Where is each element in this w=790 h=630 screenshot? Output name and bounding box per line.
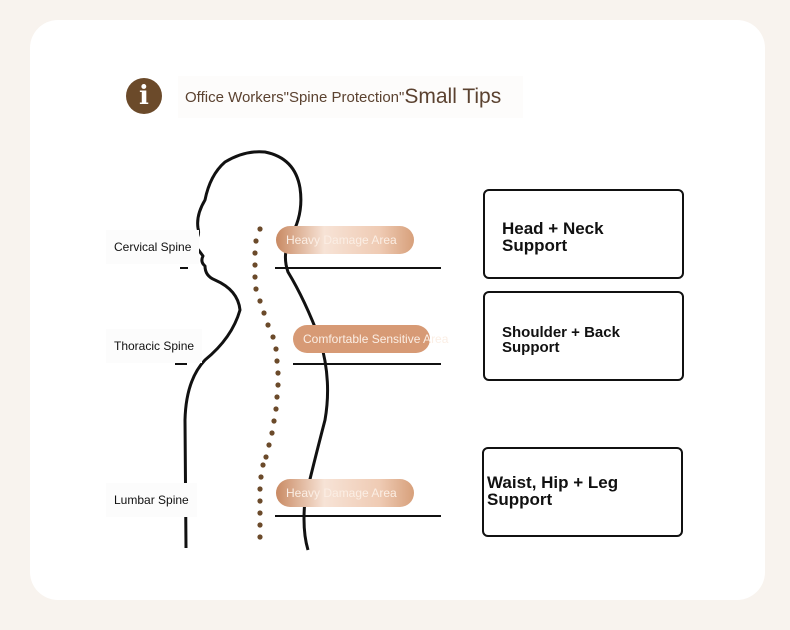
support-box-waist-hip-leg: Waist, Hip + Leg Support <box>482 447 683 537</box>
divider <box>275 267 441 269</box>
label-lumbar-spine: Lumbar Spine <box>106 483 197 517</box>
support-text: Shoulder + Back Support <box>502 324 620 356</box>
support-box-head-neck: Head + Neck Support <box>483 189 684 279</box>
area-pill-heavy-damage-lumbar: Heavy Damage Area <box>276 479 414 507</box>
divider <box>293 363 441 365</box>
info-icon: i <box>126 78 162 114</box>
title-part2: Small Tips <box>404 85 502 108</box>
label-thoracic-spine: Thoracic Spine <box>106 329 203 363</box>
tick <box>175 363 187 365</box>
tick <box>180 267 188 269</box>
area-pill-heavy-damage: Heavy Damage Area <box>276 226 414 254</box>
support-text: Head + Neck Support <box>502 219 604 255</box>
support-text: Waist, Hip + Leg Support <box>487 473 619 509</box>
page-title: Office Workers"Spine Protection"Small Ti… <box>178 76 523 118</box>
spine-dots <box>252 226 281 540</box>
title-part1: Office Workers"Spine Protection" <box>185 88 405 106</box>
divider <box>275 515 441 517</box>
label-cervical-spine: Cervical Spine <box>106 230 200 264</box>
area-pill-comfortable: Comfortable Sensitive Area <box>293 325 448 353</box>
support-box-shoulder-back: Shoulder + Back Support <box>483 291 684 381</box>
